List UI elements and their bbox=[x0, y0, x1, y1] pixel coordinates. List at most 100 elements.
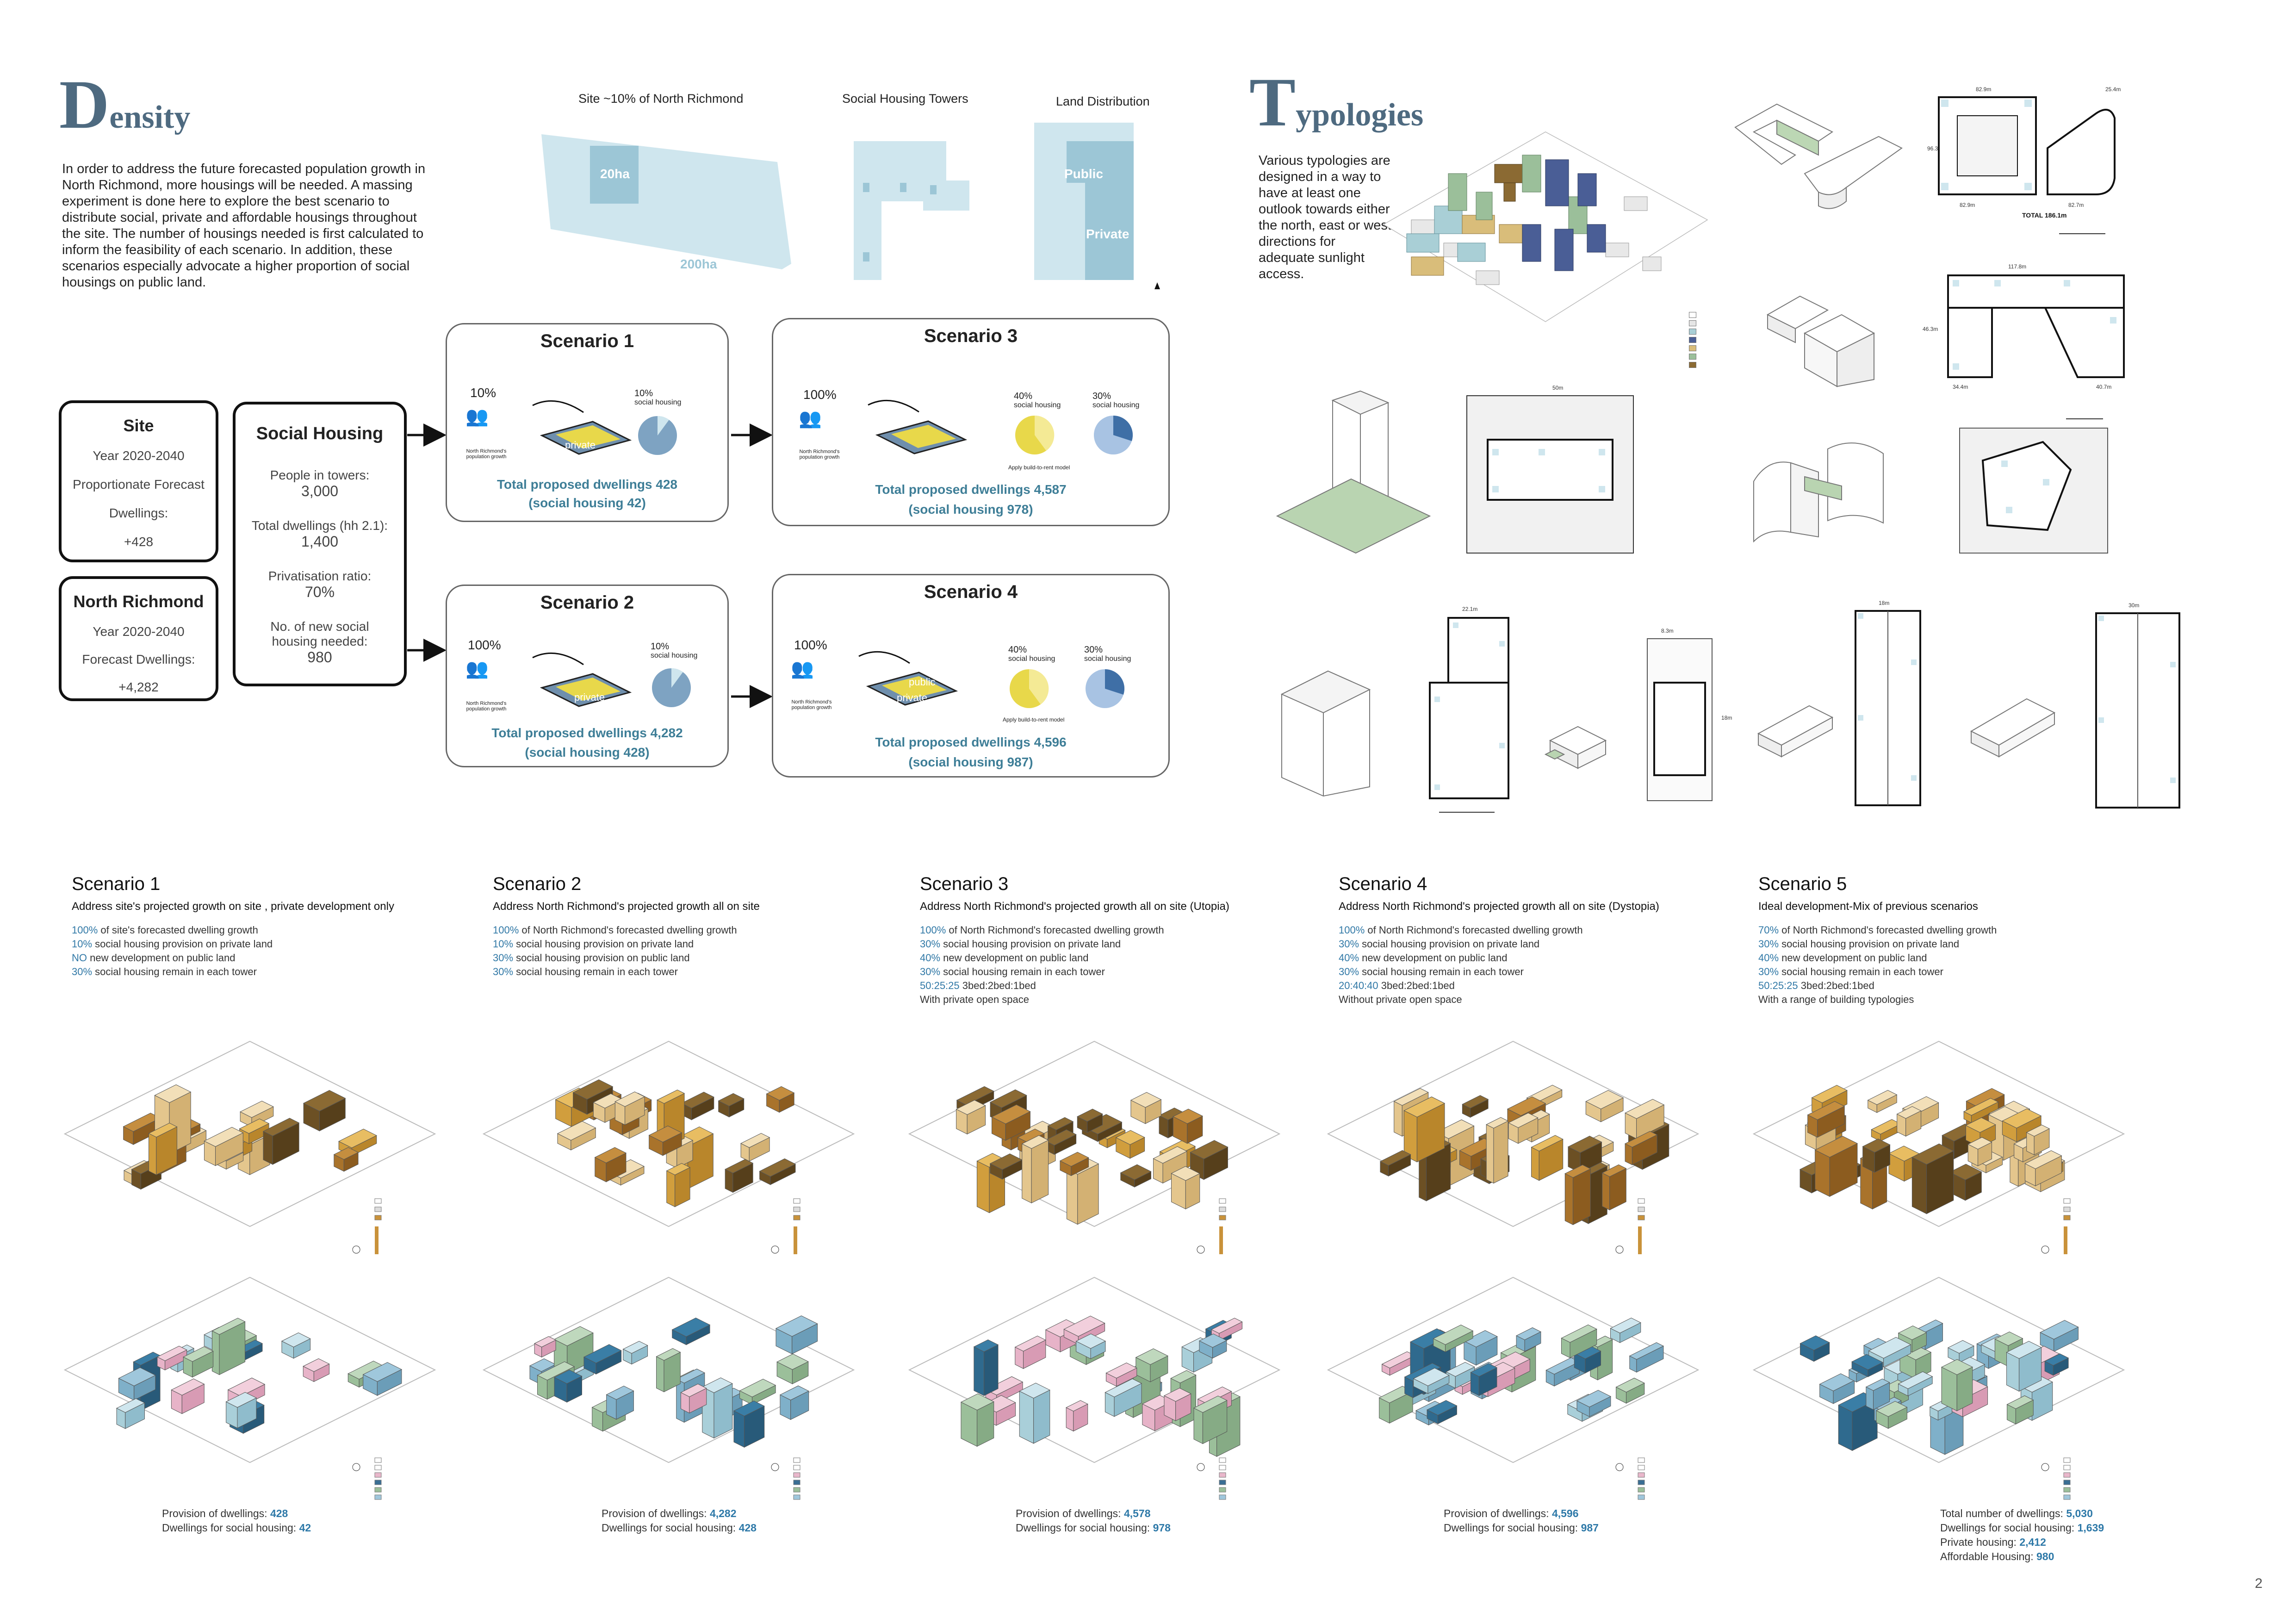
massing-legend-1 bbox=[352, 1198, 382, 1500]
density-title: Density bbox=[59, 66, 191, 143]
pie-chart-blue bbox=[1094, 415, 1133, 454]
svg-text:117.8m: 117.8m bbox=[2008, 263, 2026, 270]
site-small-label: 20ha bbox=[600, 167, 630, 181]
social-housing-box: Social Housing People in towers: 3,000 T… bbox=[233, 402, 407, 686]
north-arrow-icon bbox=[771, 1463, 779, 1471]
svg-text:22.1m: 22.1m bbox=[1462, 606, 1477, 612]
land-public-label: Public bbox=[1064, 167, 1103, 181]
massing-scenario-4-text: Scenario 4 Address North Richmond's proj… bbox=[1339, 874, 1659, 1005]
svg-text:private: private bbox=[565, 439, 596, 451]
population-icon: 👥 bbox=[465, 406, 489, 427]
massing-scenario-1-footer: Provision of dwellings: 428 Dwellings fo… bbox=[162, 1507, 311, 1534]
typology-lblock-plan: 117.8m 46.3m 34.4m 40.7m bbox=[1923, 263, 2125, 390]
land-parcel-private bbox=[868, 399, 968, 454]
typology-site-map bbox=[1383, 131, 1708, 322]
svg-text:46.3m: 46.3m bbox=[1923, 326, 1938, 332]
population-icon: 👥 bbox=[799, 408, 822, 429]
massing-legend-2 bbox=[771, 1198, 800, 1500]
massing-map-dwellings-5 bbox=[1752, 1040, 2125, 1227]
svg-text:private: private bbox=[574, 691, 605, 703]
typologies-title: Typologies bbox=[1249, 64, 1424, 141]
massing-scenario-2-text: Scenario 2 Address North Richmond's proj… bbox=[493, 874, 760, 977]
svg-text:private: private bbox=[897, 692, 927, 703]
pie-chart bbox=[638, 416, 677, 455]
typology-long-slab-plan-1: 18m bbox=[1855, 600, 1921, 806]
typology-curved-model bbox=[1753, 442, 1884, 543]
pie-chart-yellow bbox=[1015, 415, 1055, 454]
svg-text:18m: 18m bbox=[1721, 715, 1732, 721]
svg-text:82.9m: 82.9m bbox=[1960, 202, 1975, 208]
typologies-intro: Various typologies are designed in a way… bbox=[1259, 153, 1391, 281]
towers-diagram bbox=[854, 141, 969, 280]
land-parcel-mixed: public private bbox=[858, 651, 958, 706]
massing-map-dwellings-2 bbox=[482, 1040, 855, 1227]
north-arrow-icon bbox=[352, 1245, 360, 1254]
north-arrow-icon bbox=[2041, 1245, 2049, 1254]
massing-legend-5 bbox=[2041, 1198, 2071, 1500]
land-private-label: Private bbox=[1086, 227, 1129, 241]
typology-long-slab-plan-2: 30m bbox=[2095, 602, 2180, 809]
towers-diagram-title: Social Housing Towers bbox=[842, 92, 968, 106]
density-scenario-2: Scenario 2 100% 👥 North Richmond's popul… bbox=[446, 585, 729, 767]
svg-text:30m: 30m bbox=[2128, 602, 2139, 609]
typology-tower-model bbox=[1276, 390, 1431, 554]
density-intro: In order to address the future forecaste… bbox=[62, 162, 426, 290]
massing-map-dwellings-1 bbox=[63, 1040, 436, 1227]
site-diagram-title: Site ~10% of North Richmond bbox=[578, 92, 744, 106]
massing-map-tenure-5 bbox=[1752, 1276, 2125, 1463]
massing-map-tenure-4 bbox=[1327, 1276, 1700, 1463]
typology-lblock-model bbox=[1766, 295, 1875, 387]
massing-map-dwellings-3 bbox=[908, 1040, 1281, 1227]
svg-text:50m: 50m bbox=[1552, 385, 1563, 391]
massing-map-tenure-3 bbox=[908, 1276, 1281, 1463]
north-arrow-icon bbox=[1615, 1463, 1624, 1471]
typology-courtyard-model bbox=[1734, 103, 1903, 209]
page-number: 2 bbox=[2255, 1576, 2263, 1591]
population-icon: 👥 bbox=[791, 659, 814, 679]
typology-long-slab-model-2 bbox=[1970, 698, 2056, 758]
massing-scenario-3-text: Scenario 3 Address North Richmond's proj… bbox=[920, 874, 1229, 1005]
massing-legend-3 bbox=[1197, 1198, 1226, 1500]
pie-chart-blue bbox=[1086, 669, 1125, 708]
svg-text:public: public bbox=[909, 676, 935, 688]
typology-slab-tower-plan: 22.1m bbox=[1429, 606, 1509, 813]
north-arrow-icon bbox=[1154, 282, 1160, 289]
massing-map-dwellings-4 bbox=[1327, 1040, 1700, 1227]
typology-small-block-model bbox=[1544, 726, 1607, 769]
density-scenario-4: Scenario 4 100% 👥 North Richmond's popul… bbox=[772, 574, 1170, 778]
north-arrow-icon bbox=[2041, 1463, 2049, 1471]
svg-text:82.7m: 82.7m bbox=[2068, 202, 2084, 208]
site-diagram: 20ha 200ha bbox=[541, 134, 791, 271]
massing-map-tenure-2 bbox=[482, 1276, 855, 1463]
typology-courtyard-plan: 82.9m 25.4m 96.3m 82.9m 82.7m TOTAL 186.… bbox=[1927, 86, 2121, 234]
svg-text:34.4m: 34.4m bbox=[1953, 384, 1968, 390]
massing-scenario-4-footer: Provision of dwellings: 4,596 Dwellings … bbox=[1444, 1507, 1599, 1534]
pie-chart-yellow bbox=[1010, 669, 1049, 708]
massing-scenario-3-footer: Provision of dwellings: 4,578 Dwellings … bbox=[1016, 1507, 1171, 1534]
north-richmond-box: North Richmond Year 2020-2040 Forecast D… bbox=[59, 576, 218, 701]
site-large-label: 200ha bbox=[680, 257, 717, 271]
land-diagram: Public Private bbox=[1034, 123, 1160, 289]
north-arrow-icon bbox=[1197, 1463, 1205, 1471]
typology-small-block-plan: 8.3m 18m bbox=[1647, 628, 1732, 801]
svg-text:40.7m: 40.7m bbox=[2096, 384, 2111, 390]
land-parcel-private: private bbox=[532, 400, 632, 455]
massing-scenario-5-footer: Total number of dwellings: 5,030 Dwellin… bbox=[1940, 1507, 2104, 1562]
svg-text:25.4m: 25.4m bbox=[2105, 86, 2121, 93]
north-arrow-icon bbox=[1615, 1245, 1624, 1254]
north-arrow-icon bbox=[1197, 1245, 1205, 1254]
land-diagram-title: Land Distribution bbox=[1056, 94, 1150, 108]
typology-long-slab-model-1 bbox=[1757, 705, 1834, 758]
massing-map-tenure-1 bbox=[63, 1276, 436, 1463]
population-icon: 👥 bbox=[465, 659, 489, 679]
svg-text:82.9m: 82.9m bbox=[1976, 86, 1991, 93]
typology-tower-plan: 50m bbox=[1466, 385, 1634, 554]
massing-legend-4 bbox=[1615, 1198, 1645, 1500]
density-scenario-1: Scenario 1 10% 👥 North Richmond's popula… bbox=[446, 323, 729, 522]
density-scenario-3: Scenario 3 100% 👥 North Richmond's popul… bbox=[772, 318, 1170, 526]
svg-text:8.3m: 8.3m bbox=[1661, 628, 1674, 634]
svg-text:18m: 18m bbox=[1879, 600, 1889, 606]
land-parcel-private: private bbox=[532, 652, 632, 707]
